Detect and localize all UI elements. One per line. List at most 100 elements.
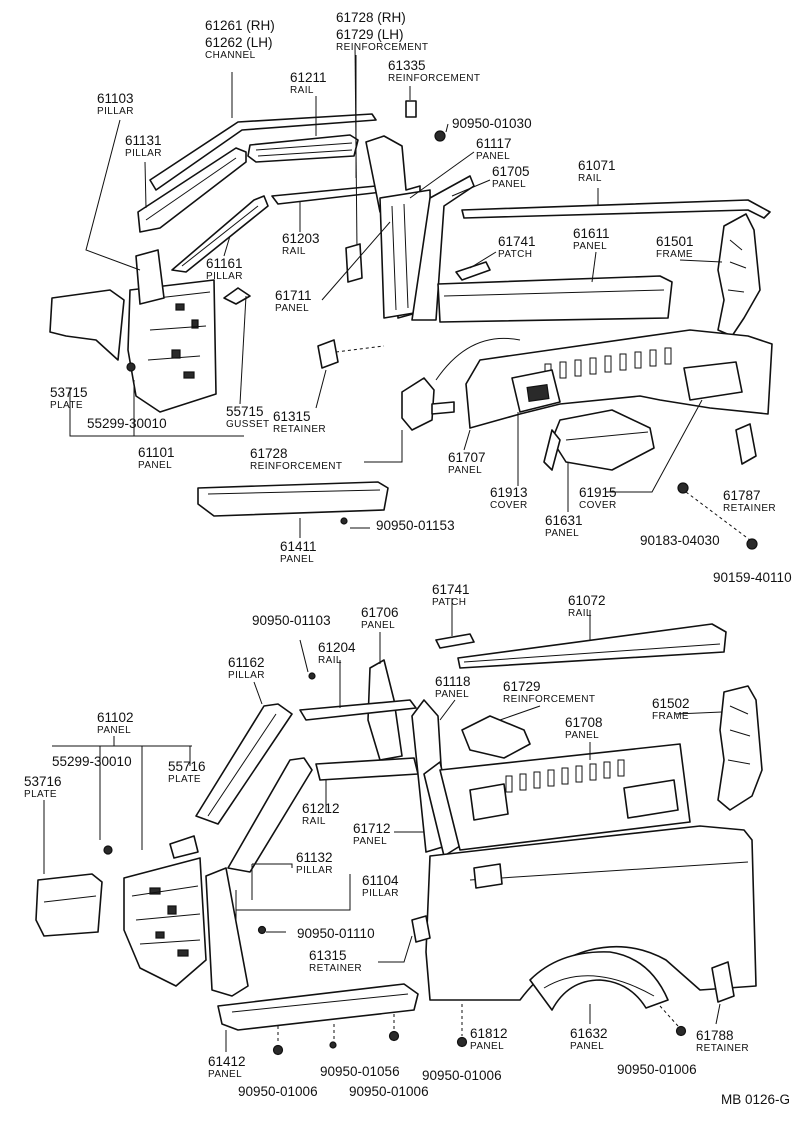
callout-label: 90950-01103 [252,613,331,628]
part-number: 61741 [432,582,470,597]
part-name: REINFORCEMENT [336,42,428,53]
part-name: PILLAR [228,670,265,681]
part-number: 61162 [228,655,265,670]
part-name: PANEL [476,151,510,162]
part-61315-retainer-lower [411,915,431,943]
part-number: 90159-40110 [713,570,792,585]
slot-row-lower [505,759,625,793]
part-number: 53716 [24,774,62,789]
part-name: REINFORCEMENT [250,461,342,472]
part-name: PANEL [97,725,131,736]
part-61729-reinforcement [461,715,531,759]
part-name: RAIL [568,608,592,619]
part-number: 61728 (RH) [336,10,406,25]
callout-label: 90950-01006 [349,1084,429,1099]
part-name: PATCH [498,249,532,260]
part-number: 61103 [97,91,134,106]
part-number: 61131 [125,133,162,148]
part-name: PANEL [280,554,314,565]
part-61132-pillar [227,757,313,873]
part-number: 61501 [656,234,694,249]
part-61611-panel [437,275,673,323]
part-number: 61411 [280,539,317,554]
part-number: 61203 [282,231,320,246]
part-61501-frame [717,213,761,337]
callout-label: 90950-01056 [320,1064,400,1079]
part-61411-panel [197,481,389,517]
part-name: PANEL [208,1069,242,1080]
part-number: 61101 [138,445,175,460]
part-name: RETAINER [309,963,362,974]
part-53716-plate [35,873,103,937]
part-number: 61261 (RH) [205,18,275,33]
part-name: PANEL [545,528,579,539]
part-number: 61117 [476,136,512,151]
part-number: 61335 [388,58,426,73]
callout-label: 90159-40110 [713,570,792,585]
part-number: 61262 (LH) [205,35,273,50]
part-number: 61118 [435,674,471,689]
part-name: RETAINER [723,503,776,514]
part-number: 61711 [275,288,312,303]
part-number: 90950-01006 [617,1062,697,1077]
part-name: PLATE [50,400,83,411]
callout-label: 90183-04030 [640,533,720,548]
part-number: 55716 [168,759,206,774]
part-number: 61729 (LH) [336,27,404,42]
panel-61102-holes [149,887,189,957]
part-number: 61741 [498,234,536,249]
part-61315-retainer [317,339,339,369]
part-name: PANEL [275,303,309,314]
part-number: 90183-04030 [640,533,720,548]
part-number: 61708 [565,715,603,730]
part-number: 61812 [470,1026,508,1041]
part-61632-panel [529,951,669,1011]
part-53715-plate [49,289,125,361]
part-name: PANEL [470,1041,504,1052]
callout-label: 61729 (LH)REINFORCEMENT [336,27,428,53]
part-number: 90950-01103 [252,613,331,628]
part-61212-rail [315,757,419,781]
part-name: PILLAR [362,888,399,899]
part-61162-pillar [195,703,293,825]
part-name: RAIL [290,85,314,96]
part-61261-channel [149,113,377,191]
part-name: PILLAR [97,106,134,117]
part-name: RAIL [282,246,306,257]
part-61203-rail [271,185,383,205]
lower-assembly [35,598,763,1056]
part-55715-gusset [223,287,251,305]
part-number: 90950-01006 [349,1084,429,1099]
part-number: 61204 [318,640,356,655]
part-number: 90950-01056 [320,1064,400,1079]
part-number: 61502 [652,696,690,711]
callout-label: 61728 (RH) [336,10,406,25]
part-number: 61161 [206,256,243,271]
part-number: 61787 [723,488,761,503]
part-name: PANEL [435,689,469,700]
part-number: 53715 [50,385,88,400]
